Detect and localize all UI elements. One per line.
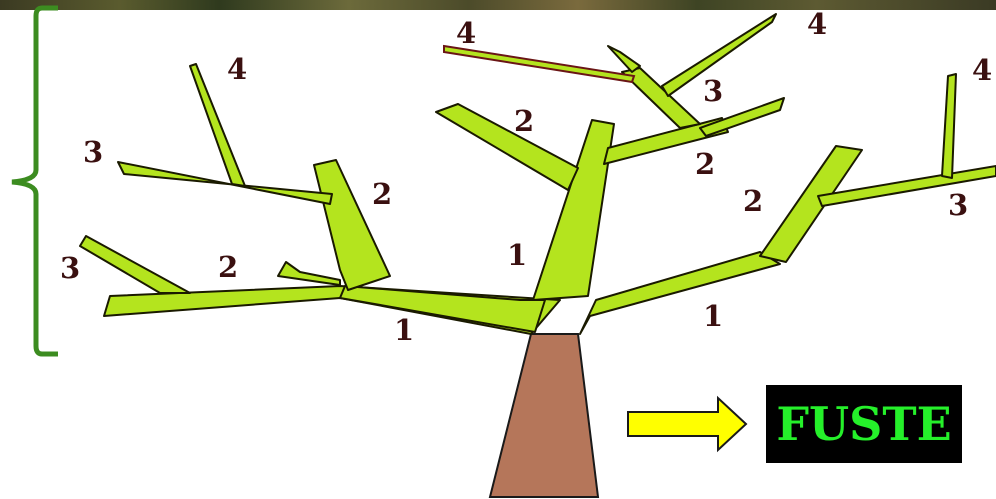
left-branch-order2-lower (278, 262, 340, 285)
label-center-right-order2: 2 (695, 147, 715, 181)
left-branch-order3-lower (80, 236, 190, 293)
label-right-order4: 4 (972, 53, 992, 87)
label-center-order4-left: 4 (456, 16, 476, 50)
label-left-order3-upper: 3 (83, 135, 103, 169)
label-center-order1: 1 (507, 238, 527, 272)
left-branch-order3-upper (118, 162, 332, 204)
right-branch-order2 (760, 146, 862, 262)
label-right-order3: 3 (948, 188, 968, 222)
label-center-order4-right: 4 (807, 7, 827, 41)
right-branch-order1 (580, 252, 780, 334)
trunk-label-box: FUSTE (766, 385, 962, 463)
right-branch-order4 (942, 74, 956, 178)
center-branch-order1 (533, 120, 614, 300)
label-center-order3: 3 (703, 74, 723, 108)
label-left-order2-lower: 2 (218, 250, 238, 284)
center-branch-order4-left (444, 46, 634, 82)
label-left-order1: 1 (394, 313, 414, 347)
trunk (490, 334, 598, 497)
center-branch-order2 (436, 104, 578, 190)
left-branch-order1-base (340, 286, 545, 332)
trunk-label: FUSTE (776, 401, 951, 447)
label-left-order3-lower: 3 (60, 251, 80, 285)
curly-brace-icon (12, 8, 58, 354)
label-left-order4: 4 (227, 52, 247, 86)
label-right-order2: 2 (743, 184, 763, 218)
center-branch-order4-stub (608, 46, 640, 72)
label-left-order2-upper: 2 (372, 177, 392, 211)
right-arrow-icon (628, 398, 746, 450)
label-right-order1: 1 (703, 299, 723, 333)
label-center-order2: 2 (514, 104, 534, 138)
